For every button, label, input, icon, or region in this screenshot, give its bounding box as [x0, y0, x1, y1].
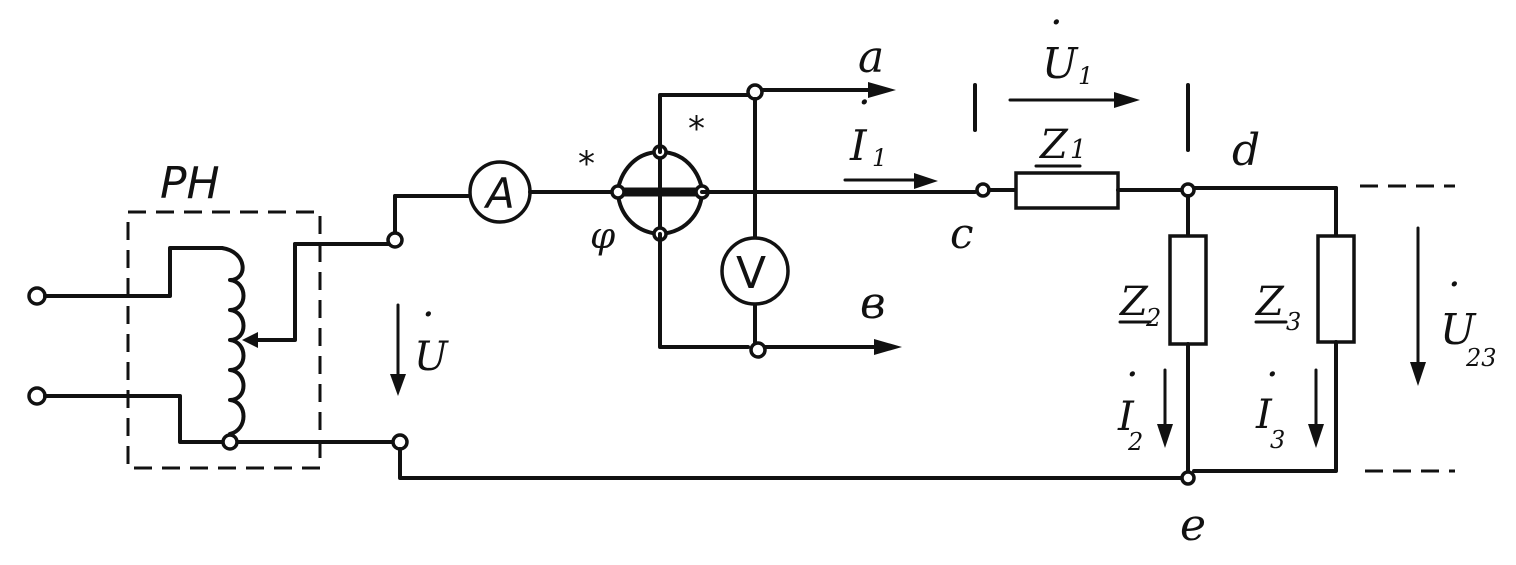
impedance-z2: [1168, 234, 1208, 346]
node-e-label: e: [1180, 500, 1206, 551]
voltmeter-label: V: [736, 248, 766, 299]
node-e: [1180, 470, 1196, 486]
z3-sub: 3: [1286, 308, 1301, 336]
phase-meter: * * φ: [578, 109, 710, 257]
voltage-u-arrowhead: [390, 374, 406, 396]
z1-sub: 1: [1070, 135, 1087, 165]
input-terminal-bottom: [27, 386, 47, 406]
current-i2-label: I: [1117, 394, 1135, 440]
node-d-label: d: [1232, 125, 1260, 176]
wire-z3-to-e: [1192, 340, 1338, 473]
coil-bottom-terminal: [221, 433, 239, 451]
voltmeter: V: [720, 236, 790, 306]
phase-meter-star-right: *: [688, 109, 705, 149]
current-i2-sub: 2: [1127, 428, 1143, 456]
current-i3-sub: 3: [1270, 426, 1285, 454]
voltage-u1-sub: 1: [1078, 62, 1093, 90]
current-i1-dot: ·: [858, 80, 871, 126]
input-terminal-top: [27, 286, 47, 306]
terminal-b: [749, 341, 767, 359]
terminal-b-arrow: [874, 339, 902, 355]
phasemeter-lead-b: [658, 232, 750, 349]
z2-sub: 2: [1145, 304, 1161, 332]
autotransformer-coil: [220, 246, 246, 436]
voltage-u23-dot: ·: [1448, 262, 1461, 308]
current-i1-label: I: [849, 121, 868, 170]
current-i2-arrowhead: [1157, 424, 1173, 448]
z1-label: Z: [1038, 122, 1069, 168]
voltage-u1-dot: ·: [1050, 0, 1063, 46]
phase-meter-terminal-left: [610, 184, 626, 200]
source-terminal-bottom: [391, 433, 409, 451]
impedance-z1: [1014, 171, 1120, 210]
voltage-u-dot: ·: [422, 292, 435, 338]
node-c-label: c: [950, 209, 974, 258]
voltage-u23-label: U: [1440, 305, 1477, 354]
voltmeter-circle: [720, 236, 790, 306]
phase-meter-label: φ: [590, 216, 616, 257]
current-i2-dot: ·: [1126, 352, 1139, 398]
output-wire-top: [293, 194, 397, 246]
voltage-regulator: PH: [27, 158, 397, 470]
current-i1-sub: 1: [872, 144, 887, 172]
slider-arrow: [242, 332, 258, 348]
current-i3-arrowhead: [1308, 424, 1324, 448]
terminal-a: [746, 83, 764, 101]
current-i3-label: I: [1255, 392, 1273, 438]
current-i3-dot: ·: [1266, 352, 1279, 398]
voltage-u-label: U: [414, 334, 449, 380]
input-wire-bottom: [43, 394, 224, 444]
current-i1-arrowhead: [914, 173, 938, 189]
input-wire-top: [43, 246, 224, 298]
z2-label: Z: [1118, 279, 1149, 325]
wire-return: [398, 447, 1184, 480]
ammeter: A: [468, 160, 532, 224]
ammeter-label: A: [483, 169, 515, 218]
regulator-enclosure: [126, 210, 322, 470]
impedance-z3: [1316, 234, 1356, 344]
slider-wire: [248, 242, 297, 342]
phase-meter-star-left: *: [578, 144, 595, 184]
voltage-u23-sub: 23: [1465, 344, 1497, 372]
z3-label: Z: [1254, 279, 1285, 325]
voltage-u23-arrowhead: [1410, 362, 1426, 386]
terminal-a-arrow: [868, 82, 896, 98]
node-b-label: в: [860, 278, 886, 329]
regulator-label: PH: [160, 158, 220, 209]
source-terminal-top: [386, 231, 404, 249]
node-a-label: a: [858, 32, 884, 83]
voltage-u1-label: U: [1042, 39, 1079, 88]
voltage-u1-arrowhead: [1114, 92, 1140, 108]
phasemeter-lead-a: [658, 93, 750, 154]
